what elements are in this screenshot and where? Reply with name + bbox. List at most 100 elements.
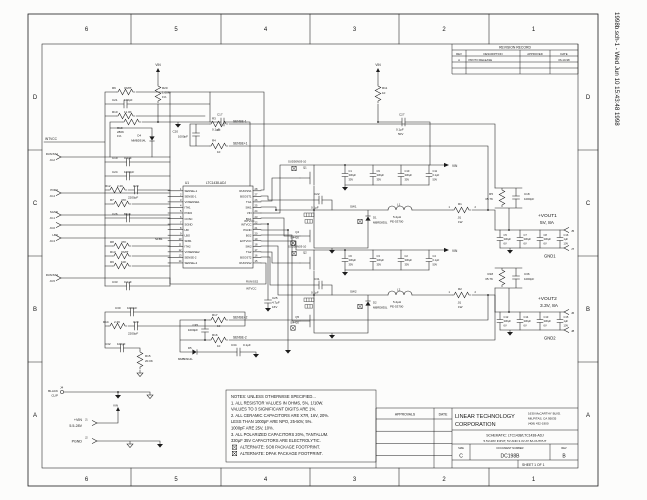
resistor-r18 [498,267,506,288]
cap-ref: C6 [349,254,353,258]
diode-d4 [149,136,155,142]
schematic-title-1: SCHEMATIC: LTC1438/LTC1438-ADJ [486,434,544,438]
connector-j8 [563,327,570,333]
sense-m2-label: SENSE-2 [233,336,247,340]
cap-val2: 35V [405,177,410,181]
ground-icon [329,250,335,254]
c33-ref: C33 [112,280,118,284]
labels: R6 OMIT C21 100pF R10 11.0K R20 1.00M 1%… [45,63,575,444]
q5-ref: Q5 [295,315,299,319]
rev-a: A [458,58,460,62]
ic-pin-name: PGND [243,228,251,232]
ic-pin-number: 12 [179,248,182,252]
note-line: NOTES: UNLESS OTHERWISE SPECIFIED... [231,394,316,399]
cap-val: 330μF [504,237,512,241]
resistor-r9 [111,262,132,270]
pin-grid [304,219,313,224]
cap-val: 330μF [405,173,413,177]
approvals-date: DATE [439,413,449,417]
wires-out2 [494,311,565,333]
ic-pin-number: 9 [180,231,182,235]
cap-val: 330μF [377,258,385,262]
ic-pin-name: SENSE-1 [185,195,197,199]
run-ss2-label: RUN/SS2 [246,280,259,284]
ic-pin-number: 26 [255,198,258,202]
cap-ref: C10 [405,169,410,173]
cap-c14 [516,311,524,331]
address-2: MILPITAS, CA 95035 [528,417,557,421]
ic-pin-number: 5 [180,209,182,213]
ic-pin-number: 17 [255,248,258,252]
vin-input-label: +VIN [74,418,82,422]
ic-pin-name: RUN/SS2 [239,261,252,265]
grid-col-bottom: 4 [264,477,268,483]
ic-pin-number: 24 [255,209,258,213]
ic-pin-name: BG2 [246,233,252,237]
pin-grid [303,212,315,217]
ic-pin-name: TG2 [246,250,252,254]
cap-ref: C14 [524,315,529,319]
ic-pin-number: 15 [255,259,258,263]
resistor-r19 [121,118,142,126]
r20-val: 1.00M [162,91,171,95]
r8-ref: R8 [110,240,114,244]
ground-icon [253,354,259,358]
approvals-title: APPROVALS [395,413,416,417]
ground-icon [329,335,335,339]
note-line: VALUES TO 3 SIGNIFICANT DIGITS ARE 1%. [231,407,316,412]
cap-c15 [556,311,564,331]
r4-ref: R4 [212,139,216,143]
rev-a-desc: PROTO RELEASE [469,58,493,62]
cap-ref: C13 [544,315,549,319]
c21-val: 100pF [124,98,133,102]
inductor-l1 [387,205,413,211]
j3-net-label: RUN/SS1 [46,152,59,156]
gnd1-label: GND1 [544,254,556,259]
cap-c6 [341,249,349,271]
vin-arrowheads [116,68,449,411]
cap-c9 [369,164,377,186]
c35-val: 1000pF [188,328,198,332]
vout1-label: +VOUT1 [538,213,557,219]
ground-open-icon [136,372,144,377]
pgnd-label: PGND [72,440,83,444]
c19-val: 0.1μF [124,156,132,160]
intvcc-label-2: INTVCC [244,219,254,223]
ic-pin-name: POR2 [185,211,193,215]
wires-io [63,391,161,445]
cap-val2: 10V [564,241,569,245]
l1-ref: L1 [397,203,401,207]
c26-val: 82pF [124,212,131,216]
alt-marker [357,219,363,224]
cap-ref: C2 [405,254,409,258]
grid-ticks [27,13,599,487]
note-line: 1. ALL RESISTOR VALUES IN OHMS, 5%, 1/10… [231,400,323,405]
c24-ref: C24 [112,170,118,174]
resistor-r15 [136,349,144,370]
alt-marker [357,304,363,309]
ic-pin-name: SW2 [245,245,252,249]
grid-row-left: C [33,201,38,207]
grid-col-top: 5 [174,27,178,33]
r12-ref: R12 [105,184,111,188]
company-2: CORPORATION [455,422,496,428]
resistor-r8 [111,242,132,250]
vin-label-5: VIN [113,404,118,408]
c34-val: 0.1μF [243,343,251,347]
l1-val2: PE-53700 [390,220,404,224]
c19-ref: C19 [112,156,118,160]
appr-col: APPROVED [527,52,543,56]
ic-pin-name: EXTVCC [240,239,251,243]
cap-ref: C12 [504,315,509,319]
ground-icon [265,308,271,312]
grid-col-top: 6 [85,27,89,33]
cap-val2: 6V [544,241,547,245]
grid-col-bottom: 3 [353,477,357,483]
j3-conn-label: J3-6 [50,226,56,230]
grid-row-left: A [33,413,37,419]
q2-ref: Q2 [303,251,307,255]
diode-d1 [365,215,371,221]
bank-caps: C1330μF35VC9330μF35VC10330μF35VC110.1μF5… [341,164,569,331]
r1-val2: 1W [458,220,463,224]
r11-val: 10 [382,91,386,95]
